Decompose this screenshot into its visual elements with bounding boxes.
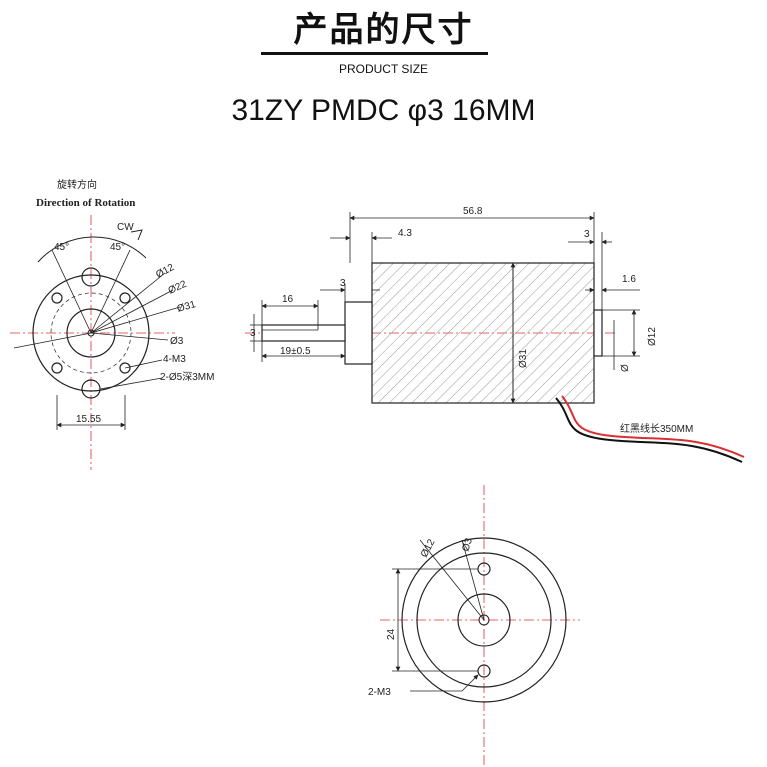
d5-holes-label: 2-Ø5深3MM (160, 371, 214, 383)
wire-red (561, 395, 745, 458)
hole-m3-bl (51, 362, 63, 374)
leader-rear-m3 (410, 674, 479, 692)
leader-d3 (90, 332, 169, 341)
side-view: 56.8 4.3 3 3 16 3 19±0.5 Ø31 1.6 Ø12 Ø 红… (245, 206, 745, 463)
rear-m3-label: 2-M3 (368, 687, 391, 698)
hole-m3-tr (119, 292, 131, 304)
leader-d12 (90, 272, 166, 334)
d31-label: Ø31 (176, 299, 198, 315)
leader-rear-d12 (419, 539, 485, 621)
title-english: PRODUCT SIZE (338, 62, 429, 76)
motor-body (371, 262, 595, 404)
front-view: 旋转方向 Direction of Rotation CW 45° 45° Ø1… (10, 178, 214, 470)
rear-boss-circle (457, 593, 511, 647)
spacing-24-label: 24 (386, 628, 397, 640)
dim-3-right-label: 3 (584, 229, 590, 240)
angle-line-left (51, 249, 92, 334)
leader-left (13, 332, 92, 349)
dim-1-6-label: 1.6 (622, 274, 636, 285)
rear-d12-label: Ø12 (419, 537, 438, 559)
angle-left-label: 45° (54, 242, 69, 253)
leader-d22 (90, 289, 174, 334)
wire-black (555, 397, 743, 463)
leader-d5 (99, 377, 163, 390)
rotation-label-en: Direction of Rotation (36, 197, 135, 209)
angle-right-label: 45° (110, 242, 125, 253)
rear-shaft-circle (478, 614, 490, 626)
hole-5-top (81, 267, 101, 287)
front-boss (344, 301, 373, 365)
bolt-circle (50, 292, 132, 374)
leader-m3 (124, 359, 163, 369)
rear-outer-circle (401, 537, 567, 703)
d22-label: Ø22 (167, 279, 189, 297)
length-56-8-label: 56.8 (463, 206, 483, 217)
m3-holes-label: 4-M3 (163, 354, 186, 365)
hole-m3-br (119, 362, 131, 374)
rear-inner-circle (416, 552, 552, 688)
wire-length-label: 红黑线长350MM (620, 422, 693, 435)
d3-label: Ø3 (170, 336, 184, 347)
angle-line-right (90, 249, 131, 334)
cw-arrow (130, 229, 143, 241)
leader-d31 (90, 306, 181, 334)
rear-dia-label: Ø12 (647, 327, 658, 346)
width-15-55-label: 15.55 (76, 414, 101, 425)
title-chinese: 产品的尺寸 (293, 10, 474, 50)
shaft-dia-label: 3 (250, 328, 256, 339)
shaft (261, 324, 346, 342)
body-dia-label: Ø31 (518, 349, 529, 368)
rear-small-label: Ø (620, 364, 631, 372)
rotation-label-cn: 旋转方向 (57, 178, 97, 191)
shaft-length-label: 19±0.5 (280, 346, 311, 357)
dim-3-left-label: 3 (340, 278, 346, 289)
hole-m3-tl (51, 292, 63, 304)
model-name: 31ZY PMDC φ3 16MM (231, 94, 536, 127)
d12-label: Ø12 (154, 262, 176, 281)
rear-d3-label: Ø3 (460, 536, 475, 553)
rear-boss (593, 309, 603, 357)
cw-label: CW (117, 222, 134, 233)
flange-outer-circle (32, 274, 150, 392)
boss-circle (66, 308, 116, 358)
dim-16-label: 16 (282, 294, 294, 305)
title-underline (261, 52, 488, 55)
leader-rear-d3 (461, 539, 485, 621)
rear-view: Ø12 Ø3 24 2-M3 (368, 485, 580, 765)
rotation-arc (37, 236, 147, 263)
dim-4-3-label: 4.3 (398, 228, 412, 239)
